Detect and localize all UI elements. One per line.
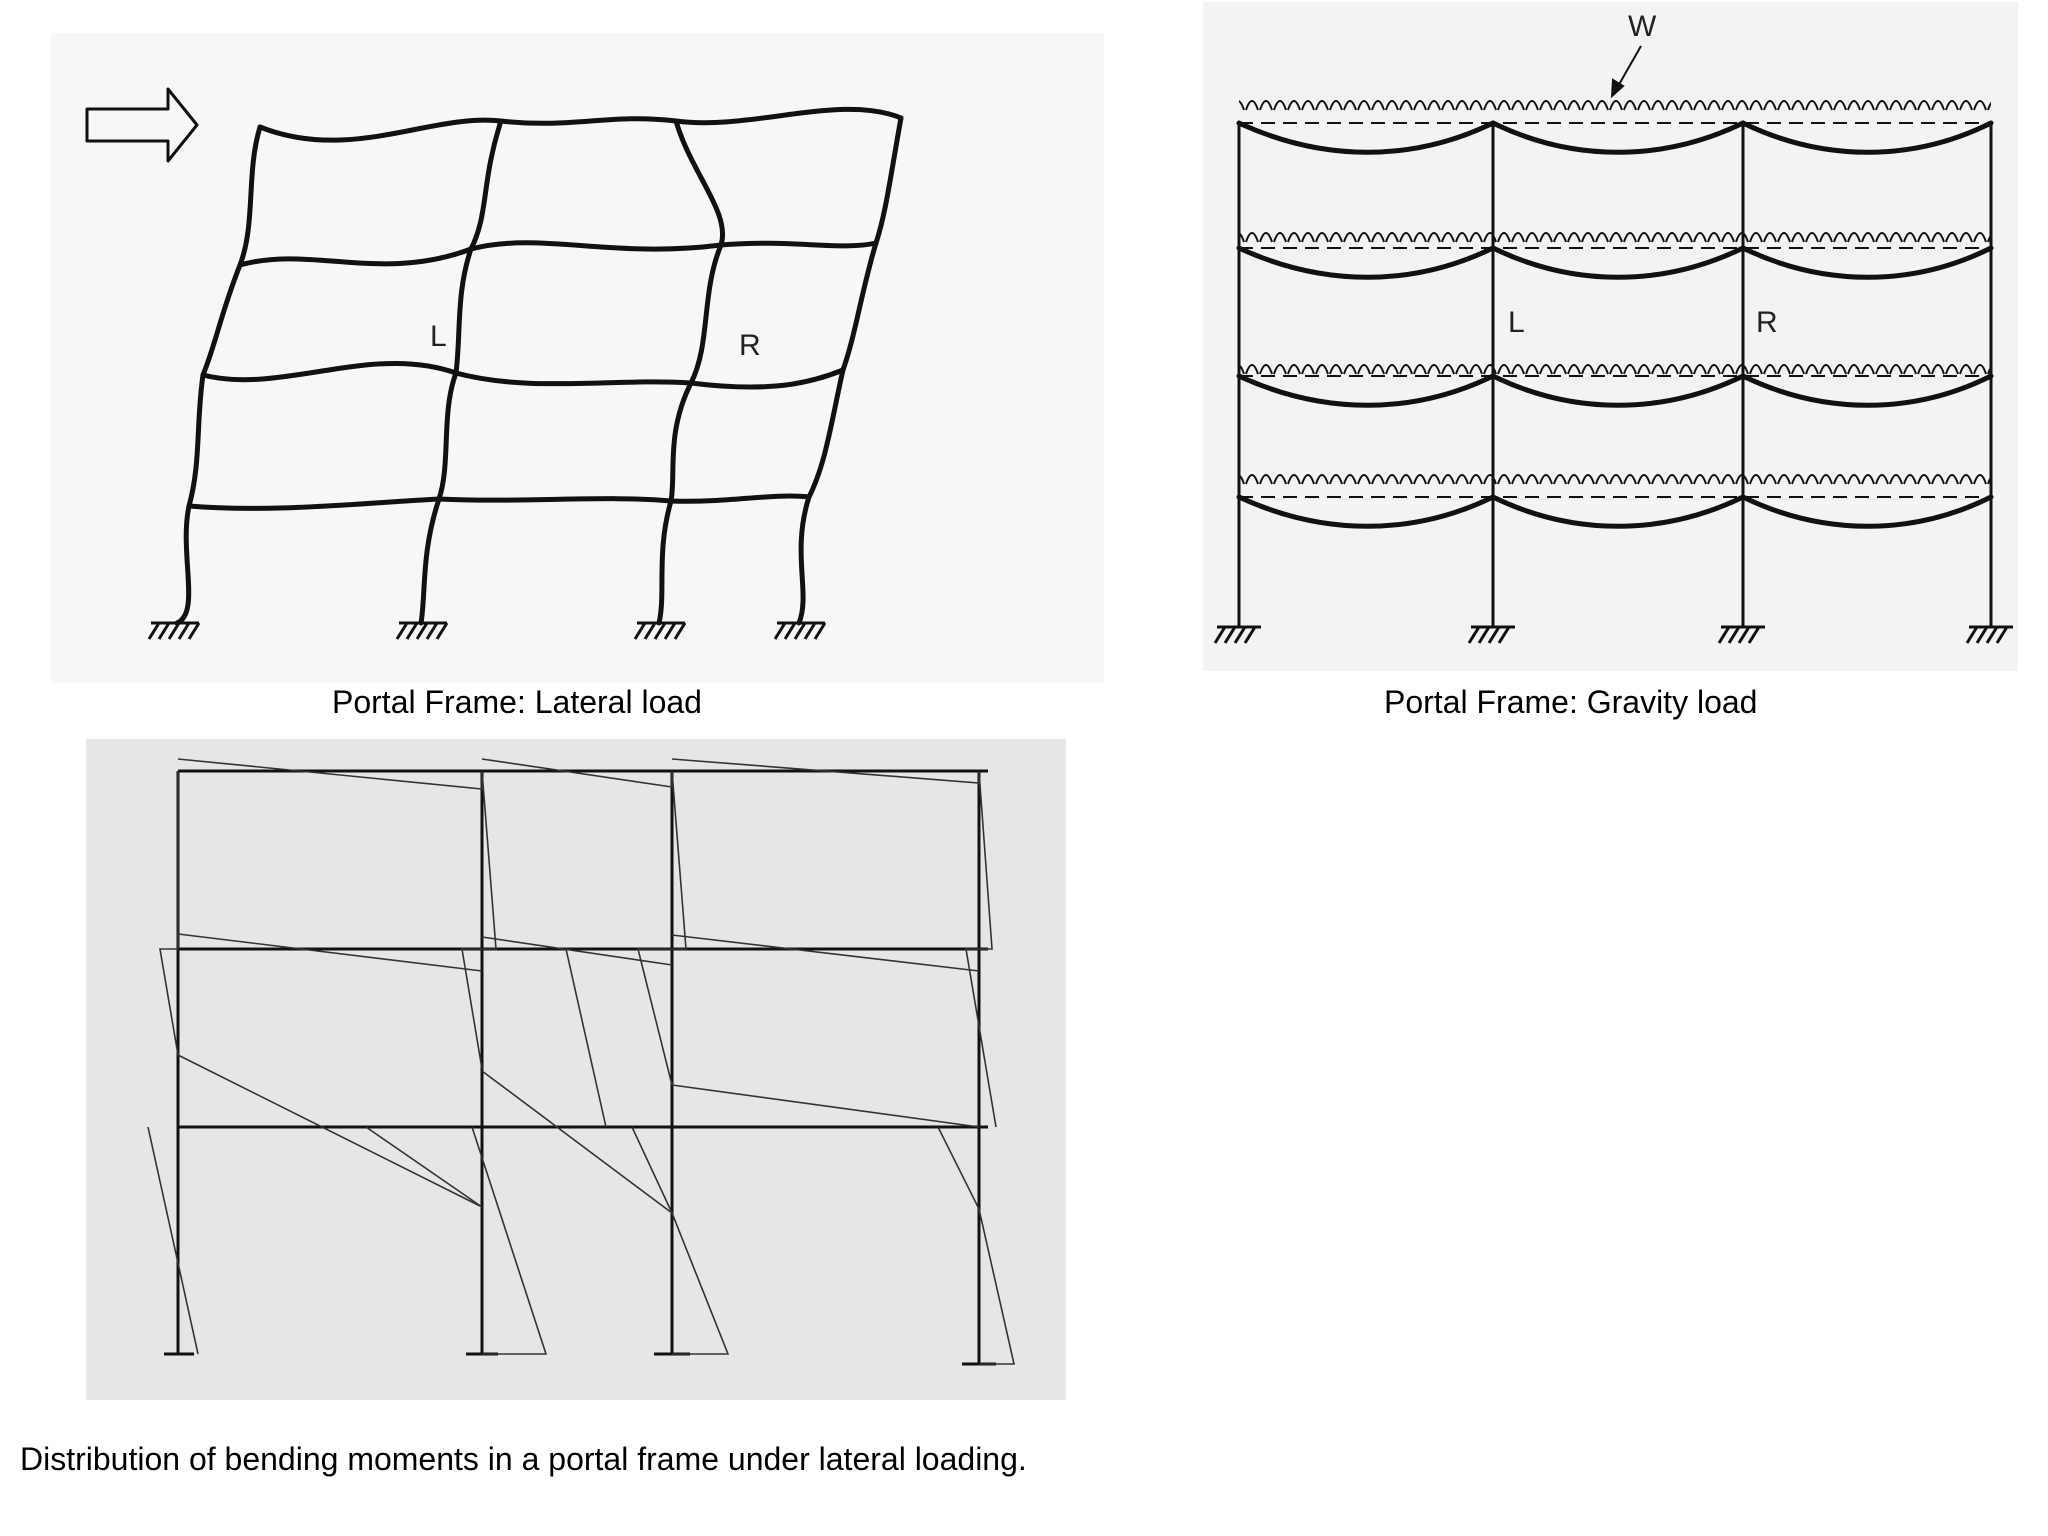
load-label: W xyxy=(1628,10,1657,43)
fixed-support-icon xyxy=(395,621,449,640)
column-4 xyxy=(796,115,904,626)
fixed-support-icon xyxy=(1213,625,1261,644)
beam-level-3 xyxy=(1236,245,1994,280)
moment-level2-beam xyxy=(177,933,483,972)
caption-bending-moments: Distribution of bending moments in a por… xyxy=(20,1441,1027,1477)
bending-moment-svg xyxy=(147,758,1016,1366)
load-arrow-icon xyxy=(85,87,199,163)
lateral-load-diagram: L R xyxy=(51,33,1104,683)
gravity-load-diagram: W L R xyxy=(1203,2,2018,671)
moment-level2-beam xyxy=(671,934,980,972)
moment-column xyxy=(636,770,687,1086)
moment-roof-beam xyxy=(177,758,483,790)
beam-level-3 xyxy=(237,240,879,268)
beam-level-1 xyxy=(1236,494,1994,529)
joint-label-right: R xyxy=(739,329,761,362)
beam-level-1 xyxy=(186,493,812,511)
gravity-load-svg: W L R xyxy=(1213,10,2013,644)
distributed-load-icon xyxy=(1239,100,1991,496)
joint-label-left: L xyxy=(430,320,447,353)
load-arrow-icon xyxy=(1610,45,1642,99)
moment-column xyxy=(565,948,607,1128)
moment-roof-beam xyxy=(481,758,673,788)
moment-column xyxy=(631,1126,730,1355)
fixed-support-icon xyxy=(773,621,827,640)
fixed-support-icon xyxy=(147,621,201,640)
fixed-support-icon xyxy=(633,621,687,640)
moment-column xyxy=(937,1126,1016,1365)
joint-label-left: L xyxy=(1508,306,1525,339)
moment-column xyxy=(965,770,997,1128)
caption-gravity-load: Portal Frame: Gravity load xyxy=(1384,684,1758,720)
fixed-support-icon xyxy=(1717,625,1765,644)
moment-column xyxy=(147,1126,199,1355)
caption-lateral-load: Portal Frame: Lateral load xyxy=(332,684,702,720)
moment-level2-beam xyxy=(481,936,673,966)
fixed-support-icon xyxy=(1467,625,1515,644)
joint-label-right: R xyxy=(1756,306,1778,339)
column-1 xyxy=(174,124,263,626)
beam-level-2 xyxy=(1236,373,1994,408)
moment-column xyxy=(365,1126,483,1208)
moment-column xyxy=(471,1126,548,1355)
bending-moment-diagram xyxy=(86,739,1066,1400)
column-2 xyxy=(418,118,504,626)
lateral-load-svg: L R xyxy=(85,87,904,640)
moment-level1-beam xyxy=(481,1070,673,1214)
fixed-support-icon xyxy=(1965,625,2013,644)
moment-column xyxy=(461,770,497,1070)
column-3 xyxy=(656,118,725,626)
beam-roof xyxy=(257,106,904,143)
beam-roof xyxy=(1236,120,1994,155)
moment-level1-beam xyxy=(671,1084,980,1128)
moment-level1-beam xyxy=(177,1054,483,1208)
moment-column xyxy=(159,771,179,1056)
beam-level-2 xyxy=(200,360,846,390)
